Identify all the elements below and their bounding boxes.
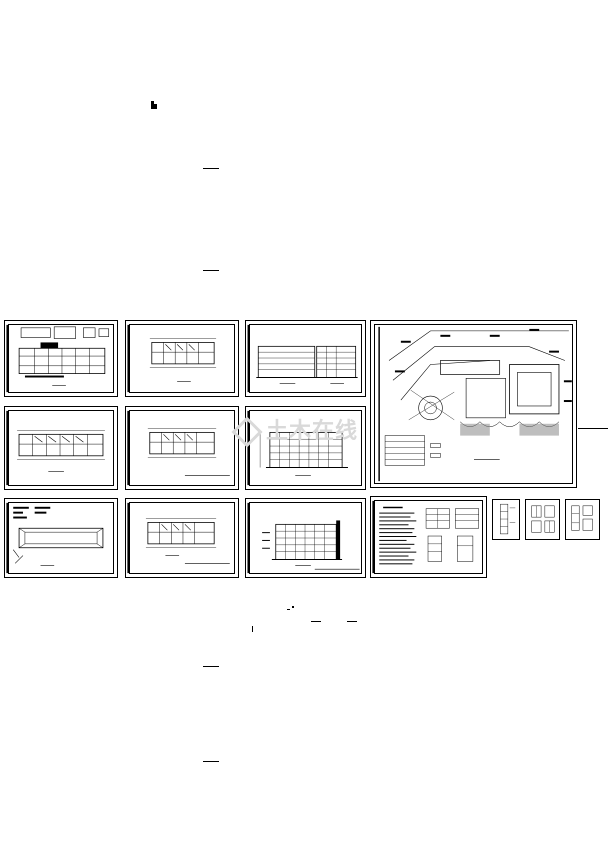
drawing-sheet-3[interactable] bbox=[245, 320, 366, 397]
detail-sheet-3[interactable] bbox=[565, 499, 600, 540]
stray-line-4 bbox=[203, 761, 219, 762]
stray-tick bbox=[252, 626, 253, 632]
drawing-sheet-4[interactable] bbox=[4, 406, 118, 490]
stray-line-3 bbox=[203, 666, 219, 667]
stray-line-6 bbox=[347, 621, 357, 622]
stray-dot-1 bbox=[287, 609, 290, 610]
floor-plan-details-drawing bbox=[6, 324, 110, 393]
detail-drawing bbox=[571, 505, 593, 531]
elevation-drawing bbox=[247, 324, 358, 393]
drawing-sheet-9[interactable] bbox=[245, 498, 366, 578]
drawing-sheet-8[interactable] bbox=[125, 498, 239, 578]
drawing-sheet-1[interactable] bbox=[4, 320, 118, 397]
watermark: 土木在线 bbox=[231, 413, 366, 453]
watermark-text: 土木在线 bbox=[266, 419, 359, 444]
elevation-drawing bbox=[247, 410, 348, 486]
stray-line-5 bbox=[311, 621, 321, 622]
drawing-sheet-2[interactable] bbox=[125, 320, 239, 397]
design-notes-sheet[interactable] bbox=[370, 496, 487, 578]
drawing-sheet-7[interactable] bbox=[4, 498, 118, 578]
drawing-sheet-6[interactable] bbox=[245, 406, 366, 490]
stray-dot-2 bbox=[292, 606, 294, 608]
stray-line-2 bbox=[203, 270, 219, 271]
site-plan-drawing bbox=[378, 326, 572, 482]
stray-line-1 bbox=[203, 168, 219, 169]
stray-mark-top-b bbox=[154, 104, 157, 109]
roof-plan-drawing bbox=[6, 502, 104, 574]
floor-plan-drawing bbox=[127, 410, 230, 486]
drawing-sheet-5[interactable] bbox=[125, 406, 239, 490]
stray-mark-top bbox=[151, 101, 154, 109]
watermark-logo-icon bbox=[231, 416, 263, 448]
detail-drawing bbox=[500, 503, 516, 535]
floor-plan-drawing bbox=[127, 324, 217, 393]
design-notes-drawing bbox=[372, 500, 479, 574]
detail-sheet-2[interactable] bbox=[525, 499, 560, 540]
site-plan-sheet[interactable] bbox=[370, 320, 577, 488]
floor-plan-drawing bbox=[6, 410, 105, 486]
detail-drawing bbox=[531, 505, 555, 533]
elevation-drawing bbox=[247, 502, 360, 574]
stray-line-right bbox=[578, 428, 608, 429]
detail-sheet-1[interactable] bbox=[492, 499, 520, 540]
floor-plan-drawing bbox=[127, 502, 230, 574]
